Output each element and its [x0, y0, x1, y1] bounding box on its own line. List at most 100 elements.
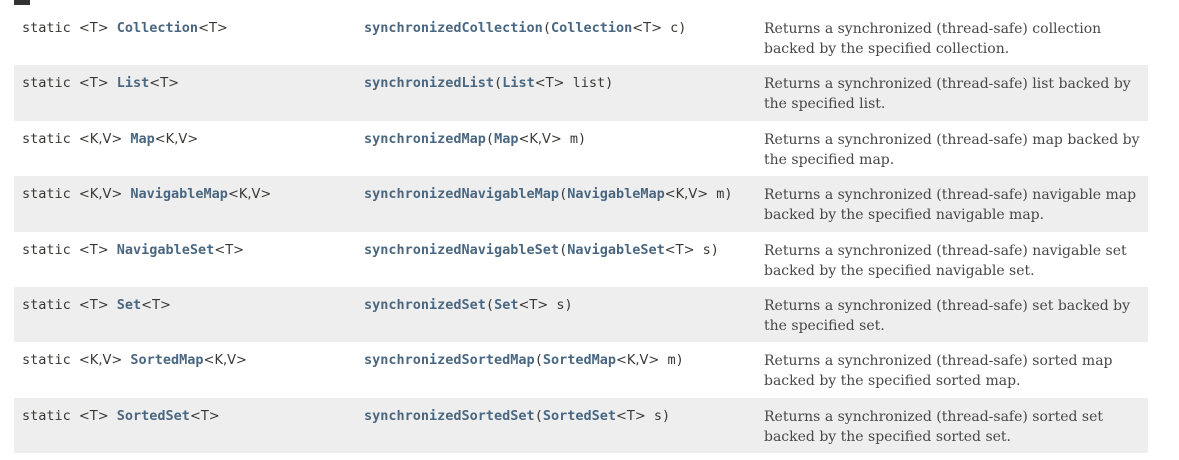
- type-parameter: <K,V>: [78, 353, 123, 369]
- type-link[interactable]: Map: [494, 130, 519, 147]
- type-link[interactable]: Collection: [550, 20, 633, 36]
- method-link[interactable]: synchronizedMap: [364, 130, 486, 147]
- type-parameter: <T>: [615, 408, 646, 424]
- type-parameter: <T>: [78, 297, 109, 313]
- type-link[interactable]: SortedSet: [116, 407, 190, 424]
- type-parameter: <T>: [518, 297, 549, 313]
- type-parameter: <T>: [149, 76, 180, 92]
- method-signature: synchronizedNavigableMap(NavigableMap<K,…: [356, 185, 756, 231]
- cut-off-header-fragment: [14, 0, 30, 5]
- code-text: [109, 408, 117, 424]
- type-parameter: <K,V>: [664, 187, 709, 203]
- type-link[interactable]: NavigableSet: [567, 241, 665, 258]
- type-parameter: <T>: [78, 76, 109, 92]
- type-link[interactable]: NavigableSet: [116, 241, 215, 258]
- code-text: s): [548, 296, 573, 313]
- method-signature: synchronizedSet(Set<T> s): [356, 296, 756, 342]
- method-description: Returns a synchronized (thread-safe) set…: [764, 297, 1131, 334]
- code-text: static: [22, 407, 79, 424]
- type-parameter: <T>: [78, 21, 109, 36]
- method-description: Returns a synchronized (thread-safe) map…: [764, 131, 1140, 168]
- code-text: (: [485, 130, 495, 147]
- table-row: static <T> List<T>synchronizedList(List<…: [14, 65, 1148, 121]
- table-row: static <K,V> Map<K,V>synchronizedMap(Map…: [14, 121, 1148, 176]
- modifier-and-type: static <K,V> Map<K,V>: [14, 130, 356, 176]
- type-parameter: <T>: [78, 242, 109, 258]
- type-parameter: <K,V>: [518, 131, 562, 147]
- type-parameter: <K,V>: [78, 187, 123, 203]
- method-signature: synchronizedList(List<T> list): [356, 74, 756, 120]
- type-parameter: <T>: [141, 297, 171, 313]
- method-link[interactable]: synchronizedSet: [364, 296, 486, 313]
- code-text: s): [645, 407, 671, 424]
- code-text: m): [561, 130, 587, 147]
- type-parameter: <T>: [632, 21, 662, 36]
- type-link[interactable]: SortedMap: [130, 352, 204, 369]
- code-text: m): [659, 352, 684, 369]
- type-parameter: <T>: [198, 21, 228, 36]
- method-description: Returns a synchronized (thread-safe) sor…: [764, 408, 1104, 445]
- method-signature: synchronizedSortedSet(SortedSet<T> s): [356, 407, 756, 453]
- modifier-and-type: static <K,V> NavigableMap<K,V>: [14, 185, 356, 231]
- method-signature: synchronizedMap(Map<K,V> m): [356, 130, 756, 176]
- type-parameter: <K,V>: [203, 353, 247, 369]
- code-text: s): [694, 241, 719, 258]
- type-parameter: <T>: [214, 242, 245, 258]
- method-description: Returns a synchronized (thread-safe) sor…: [764, 353, 1113, 390]
- type-parameter: <T>: [189, 408, 220, 424]
- type-parameter: <T>: [534, 76, 565, 92]
- type-link[interactable]: List: [116, 75, 150, 92]
- code-text: (: [485, 296, 495, 313]
- code-text: [109, 297, 117, 313]
- code-text: (: [534, 352, 543, 369]
- method-signature: synchronizedNavigableSet(NavigableSet<T>…: [356, 241, 756, 287]
- method-link[interactable]: synchronizedList: [364, 75, 495, 92]
- type-parameter: <K,V>: [227, 187, 272, 203]
- method-link[interactable]: synchronizedSortedSet: [364, 407, 535, 424]
- table-row: static <T> Set<T>synchronizedSet(Set<T> …: [14, 286, 1148, 343]
- modifier-and-type: static <K,V> SortedMap<K,V>: [14, 351, 356, 397]
- type-parameter: <T>: [78, 408, 109, 424]
- method-link[interactable]: synchronizedCollection: [364, 20, 543, 36]
- code-text: [109, 75, 117, 91]
- modifier-and-type: static <T> SortedSet<T>: [14, 407, 356, 453]
- code-text: (: [534, 407, 543, 424]
- code-text: [109, 20, 117, 36]
- table-row: static <K,V> NavigableMap<K,V>synchroniz…: [14, 176, 1148, 232]
- type-link[interactable]: NavigableMap: [130, 186, 228, 203]
- code-text: (: [559, 241, 568, 258]
- table-row: static <K,V> SortedMap<K,V>synchronizedS…: [14, 342, 1148, 397]
- code-text: (: [559, 186, 568, 203]
- code-text: static: [22, 130, 79, 147]
- code-text: (: [494, 75, 503, 92]
- type-link[interactable]: Set: [116, 296, 142, 313]
- method-link[interactable]: synchronizedNavigableSet: [364, 241, 560, 258]
- method-description: Returns a synchronized (thread-safe) lis…: [764, 76, 1131, 113]
- type-link[interactable]: List: [502, 75, 535, 92]
- type-link[interactable]: Map: [130, 130, 155, 147]
- method-link[interactable]: synchronizedNavigableMap: [364, 186, 560, 203]
- method-summary-table: static <T> Collection<T>synchronizedColl…: [14, 10, 1148, 454]
- method-signature: synchronizedCollection(Collection<T> c): [356, 19, 756, 65]
- table-row: static <T> SortedSet<T>synchronizedSorte…: [14, 397, 1148, 454]
- type-parameter: <T>: [664, 242, 695, 258]
- type-parameter: <K,V>: [154, 131, 199, 147]
- type-link[interactable]: SortedMap: [542, 352, 616, 369]
- method-signature: synchronizedSortedMap(SortedMap<K,V> m): [356, 351, 756, 397]
- table-row: static <T> NavigableSet<T>synchronizedNa…: [14, 232, 1148, 287]
- method-description: Returns a synchronized (thread-safe) nav…: [764, 187, 1137, 224]
- code-text: static: [22, 352, 79, 369]
- type-link[interactable]: NavigableMap: [567, 186, 665, 203]
- code-text: static: [22, 75, 79, 92]
- code-text: (: [542, 20, 551, 36]
- modifier-and-type: static <T> List<T>: [14, 74, 356, 120]
- type-link[interactable]: SortedSet: [542, 407, 616, 424]
- type-link[interactable]: Set: [494, 296, 519, 313]
- type-link[interactable]: Collection: [116, 20, 199, 36]
- code-text: m): [708, 186, 733, 203]
- code-text: static: [22, 186, 79, 203]
- code-text: static: [22, 296, 79, 313]
- method-description: Returns a synchronized (thread-safe) nav…: [764, 242, 1127, 279]
- method-link[interactable]: synchronizedSortedMap: [364, 352, 535, 369]
- code-text: c): [661, 20, 687, 36]
